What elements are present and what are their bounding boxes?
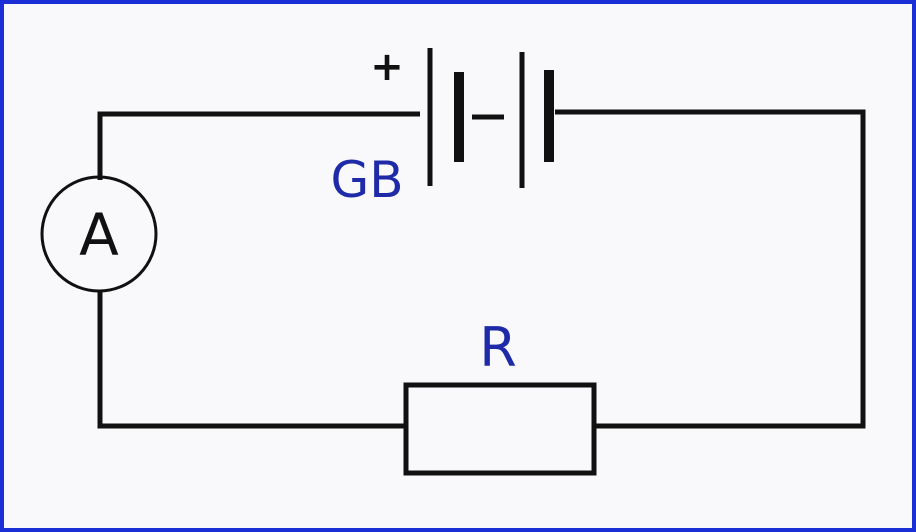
battery-gb (427, 48, 554, 188)
resistor (403, 382, 597, 476)
resistor-body (403, 382, 597, 476)
wire-bottom-left (97, 292, 405, 429)
wire-top-right (555, 109, 866, 429)
ammeter: A (40, 175, 158, 293)
ammeter-circle (40, 175, 158, 293)
resistor-label: R (479, 316, 517, 379)
ammeter-label: A (79, 201, 119, 269)
wire-top-left (97, 111, 420, 180)
battery-label: GB (330, 151, 403, 209)
battery-plus-sign: + (370, 44, 404, 90)
